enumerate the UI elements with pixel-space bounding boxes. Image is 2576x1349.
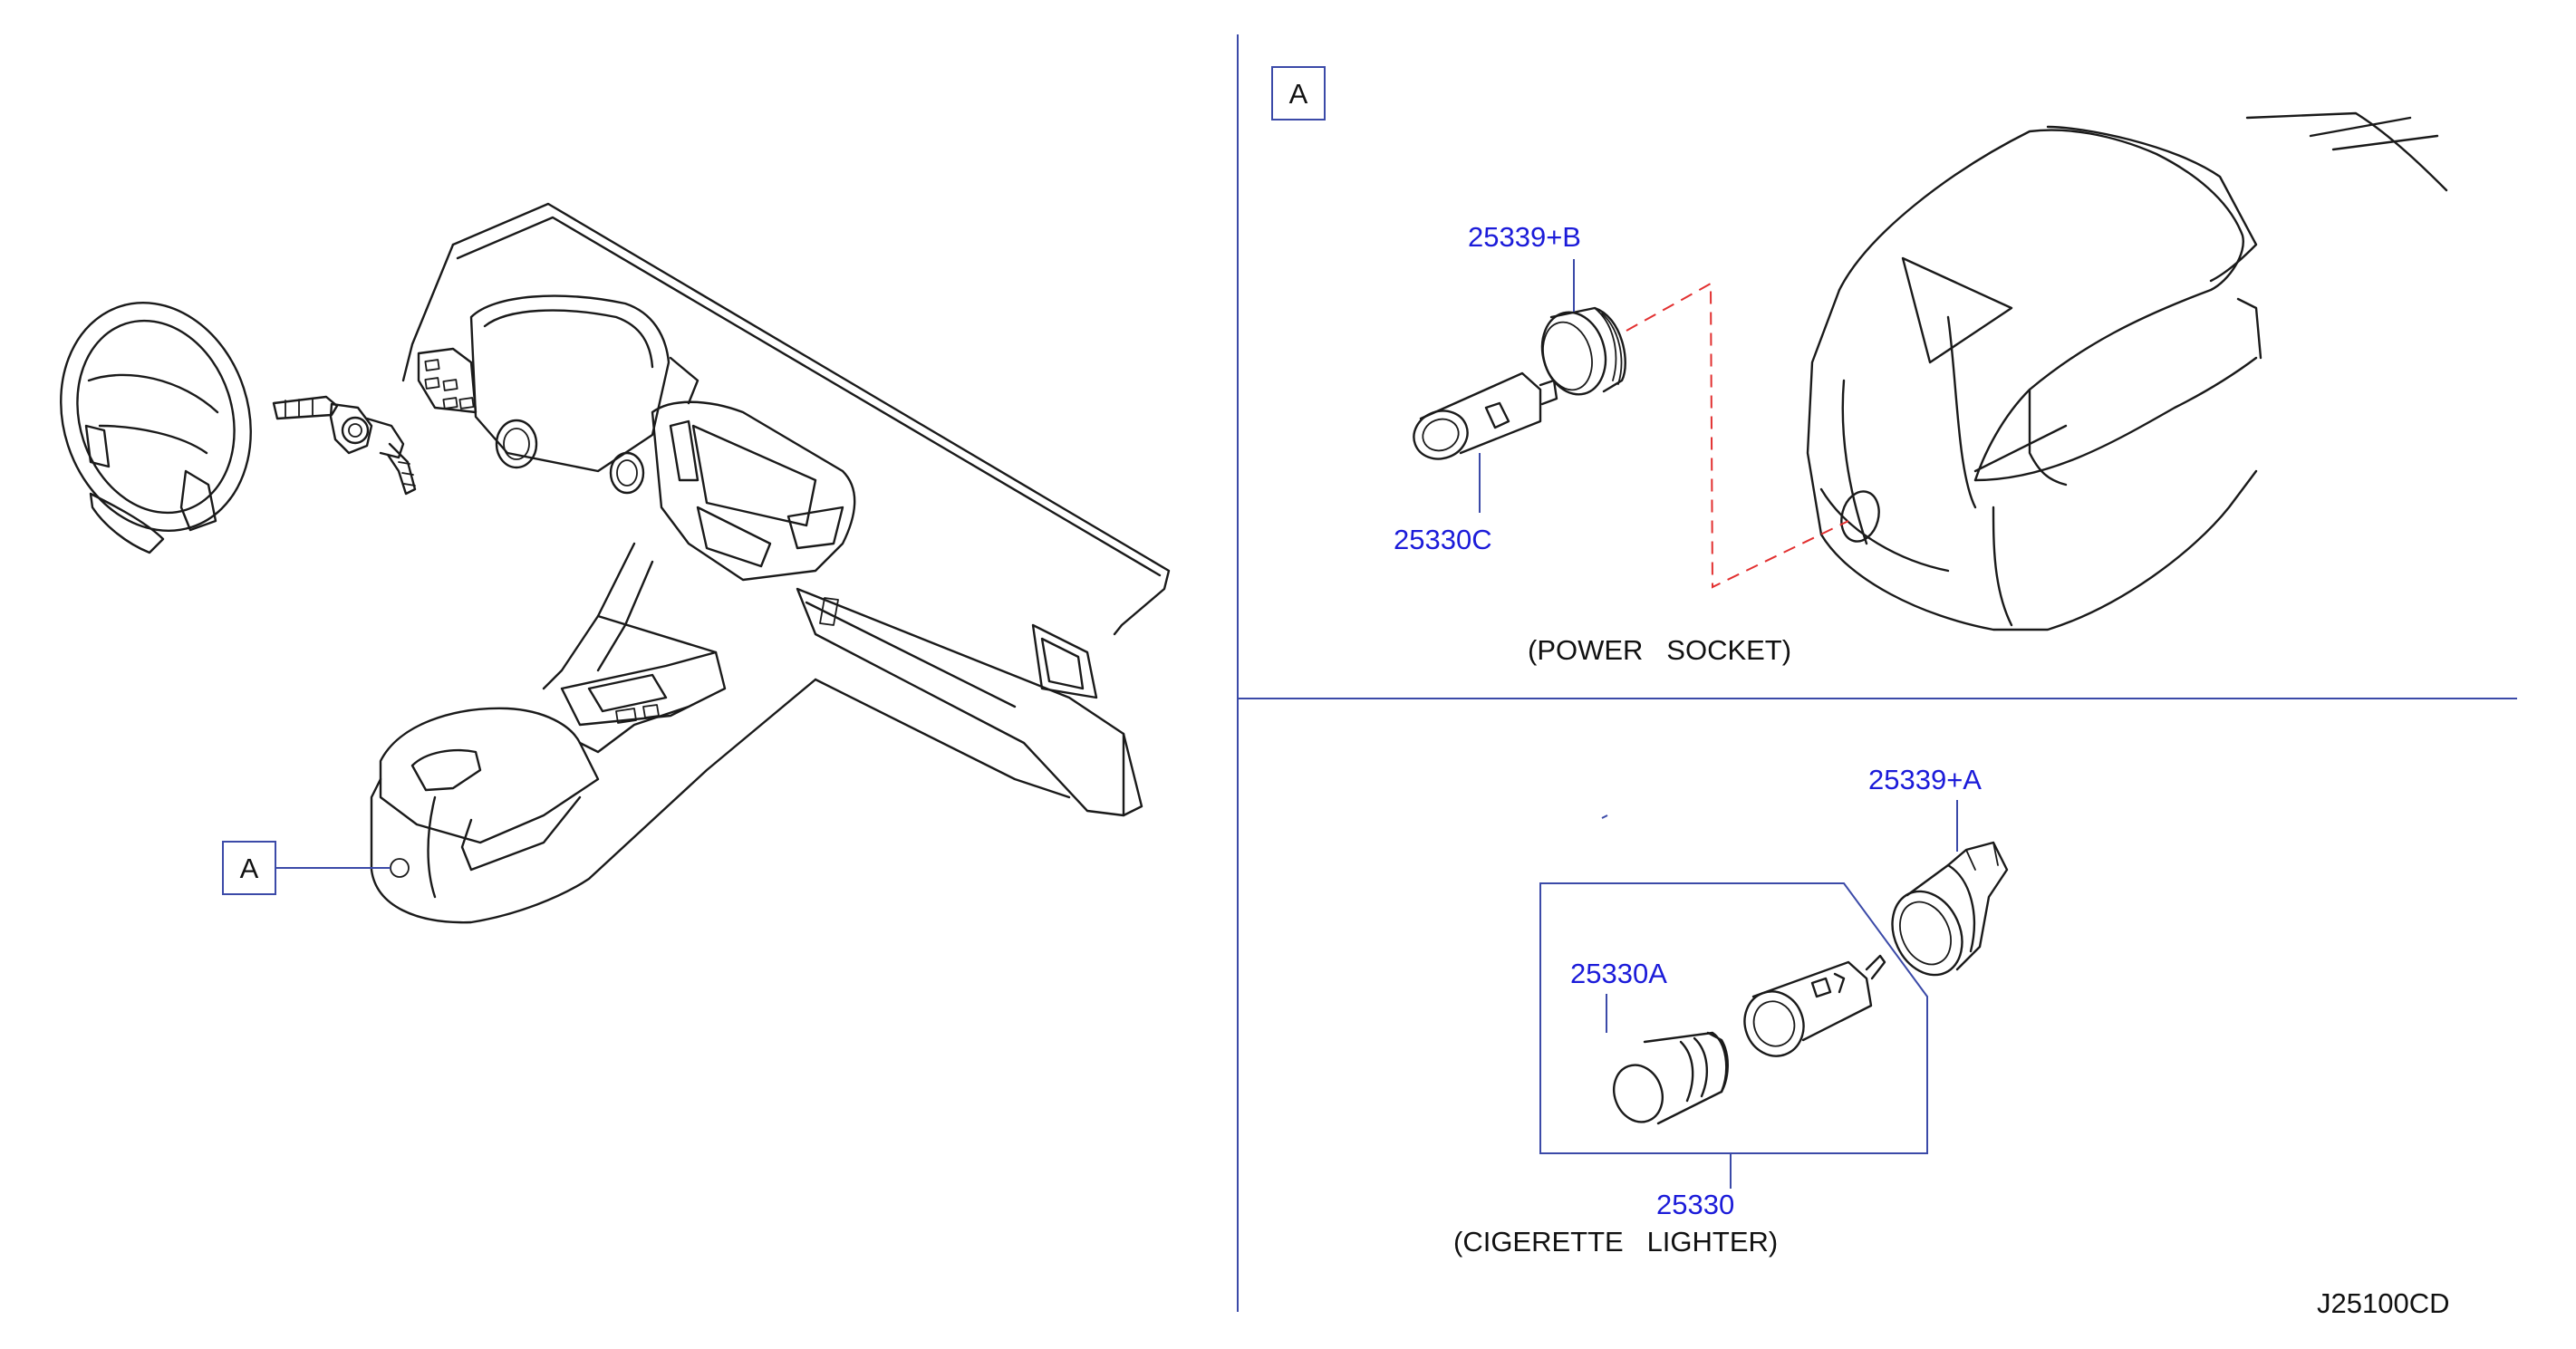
reference-letter-top: A [1289,78,1308,110]
caption-power-socket: (POWER SOCKET) [1528,634,1791,666]
part-label-25330a[interactable]: 25330A [1570,958,1667,989]
combination-switch-drawing [272,395,417,496]
diagram-id: J25100CD [2317,1287,2449,1319]
socket-ring-drawing [1540,306,1626,396]
lighter-holder-drawing [1891,841,2009,977]
part-label-25330[interactable]: 25330 [1656,1189,1734,1220]
installation-dashed-line [1626,282,1849,589]
reference-box-top: A [1271,66,1326,120]
dashboard-drawing [370,202,1171,924]
console-closeup-drawing [1806,111,2448,631]
steering-wheel-drawing [60,302,252,554]
reference-letter-left: A [240,853,259,884]
lighter-socket-drawing [1743,954,1886,1057]
reference-box-left: A [222,841,391,895]
lighter-kit-bracket [1539,882,1928,1154]
part-label-25330c[interactable]: 25330C [1394,524,1492,555]
part-label-25339a[interactable]: 25339+A [1868,764,1982,795]
lighter-knob-drawing [1613,1031,1729,1125]
socket-body-drawing [1413,371,1558,460]
caption-cigarette-lighter: (CIGERETTE LIGHTER) [1453,1226,1778,1257]
part-label-25339b[interactable]: 25339+B [1468,221,1581,253]
stray-mark [1601,814,1608,819]
